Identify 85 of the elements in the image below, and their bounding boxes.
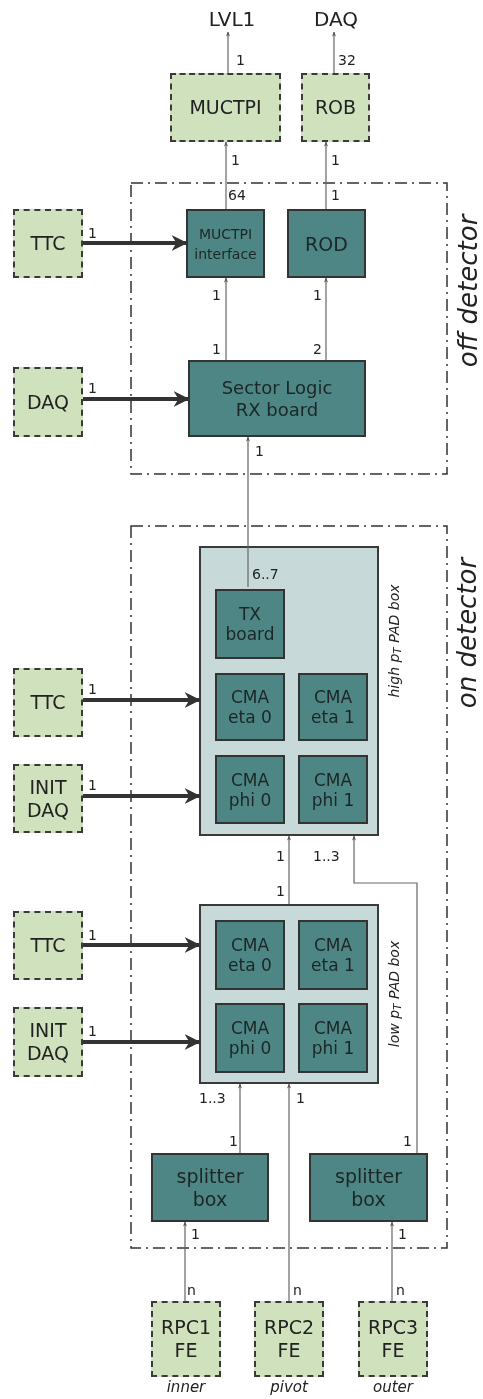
multiplicity-label: 1 <box>88 381 97 396</box>
arrow <box>324 277 328 361</box>
external-system-box: TTC <box>13 668 83 737</box>
arrow <box>238 1083 242 1154</box>
multiplicity-label: 1..3 <box>313 849 340 864</box>
external-system-box: MUCTPI <box>170 73 281 142</box>
external-system-box: INIT DAQ <box>13 764 83 833</box>
multiplicity-label: 2 <box>313 342 322 357</box>
arrow <box>83 1034 201 1050</box>
multiplicity-label: 1 <box>88 928 97 943</box>
multiplicity-label: 1 <box>313 288 322 303</box>
multiplicity-label: 1 <box>88 226 97 241</box>
multiplicity-label: 1 <box>212 288 221 303</box>
multiplicity-label: 6..7 <box>252 567 279 582</box>
dash-dot-region <box>130 182 448 475</box>
module-box: CMA eta 1 <box>298 673 368 741</box>
module-box: CMA phi 0 <box>215 755 285 824</box>
external-system-box: TTC <box>13 911 83 980</box>
multiplicity-label: n <box>396 1283 405 1298</box>
module-box: CMA phi 0 <box>215 1003 285 1073</box>
multiplicity-label: 1 <box>403 1134 412 1149</box>
multiplicity-label: n <box>293 1283 302 1298</box>
arrow <box>83 391 190 407</box>
multiplicity-label: 1 <box>331 188 340 203</box>
multiplicity-label: 1 <box>296 1091 305 1106</box>
arrow <box>83 788 201 804</box>
pad-box <box>199 546 379 836</box>
external-system-box: ROB <box>301 73 370 142</box>
module-box: splitter box <box>151 1153 269 1222</box>
external-system-box: INIT DAQ <box>13 1007 83 1077</box>
module-box: ROD <box>287 209 366 278</box>
arrow <box>83 692 201 708</box>
module-box: CMA phi 1 <box>298 755 368 824</box>
arrow <box>324 141 328 210</box>
multiplicity-label: 1 <box>331 153 340 168</box>
arrow <box>287 1083 291 1302</box>
module-box: CMA phi 1 <box>298 1003 368 1073</box>
external-system-box: TTC <box>13 209 83 278</box>
multiplicity-label: 1 <box>212 342 221 357</box>
multiplicity-label: 1 <box>231 153 240 168</box>
output-label: DAQ <box>306 6 366 32</box>
arrow <box>246 436 250 588</box>
arrow <box>83 937 201 953</box>
arrow <box>390 1221 394 1302</box>
multiplicity-label: 1 <box>398 1227 407 1242</box>
multiplicity-label: 1 <box>236 53 245 68</box>
multiplicity-label: 1 <box>229 1134 238 1149</box>
multiplicity-label: n <box>187 1283 196 1298</box>
module-box: CMA eta 0 <box>215 920 285 990</box>
module-box: CMA eta 1 <box>298 920 368 990</box>
multiplicity-label: 1 <box>88 778 97 793</box>
arrow <box>83 235 188 251</box>
pad-box <box>199 904 379 1084</box>
multiplicity-label: 32 <box>338 53 356 68</box>
arrow <box>352 835 418 1154</box>
multiplicity-label: 64 <box>228 188 246 203</box>
dash-dot-region <box>130 525 448 1249</box>
multiplicity-label: 1 <box>276 849 285 864</box>
module-box: MUCTPI interface <box>186 209 265 278</box>
arrow <box>226 31 230 74</box>
region-heading: on detector <box>451 555 483 711</box>
module-box: TX board <box>215 589 285 659</box>
external-system-box: DAQ <box>13 367 83 437</box>
position-caption: inner <box>165 1377 207 1397</box>
arrow <box>287 835 291 905</box>
external-system-box: RPC1 FE <box>151 1301 221 1377</box>
multiplicity-label: 1 <box>88 1024 97 1039</box>
multiplicity-label: 1 <box>88 682 97 697</box>
external-system-box: RPC2 FE <box>254 1301 324 1377</box>
module-box: Sector Logic RX board <box>188 360 366 437</box>
output-label: LVL1 <box>200 6 264 32</box>
position-caption: outer <box>372 1377 415 1397</box>
arrow <box>183 1221 187 1302</box>
multiplicity-label: 1 <box>255 444 264 459</box>
arrow <box>224 277 228 361</box>
arrow <box>224 141 228 210</box>
multiplicity-label: 1..3 <box>199 1091 226 1106</box>
external-system-box: RPC3 FE <box>358 1301 428 1377</box>
arrow <box>332 31 336 74</box>
multiplicity-label: 1 <box>276 884 285 899</box>
position-caption: pivot <box>269 1377 310 1397</box>
region-heading: off detector <box>451 212 483 369</box>
module-box: CMA eta 0 <box>215 673 285 741</box>
multiplicity-label: 1 <box>191 1227 200 1242</box>
module-box: splitter box <box>309 1153 428 1222</box>
